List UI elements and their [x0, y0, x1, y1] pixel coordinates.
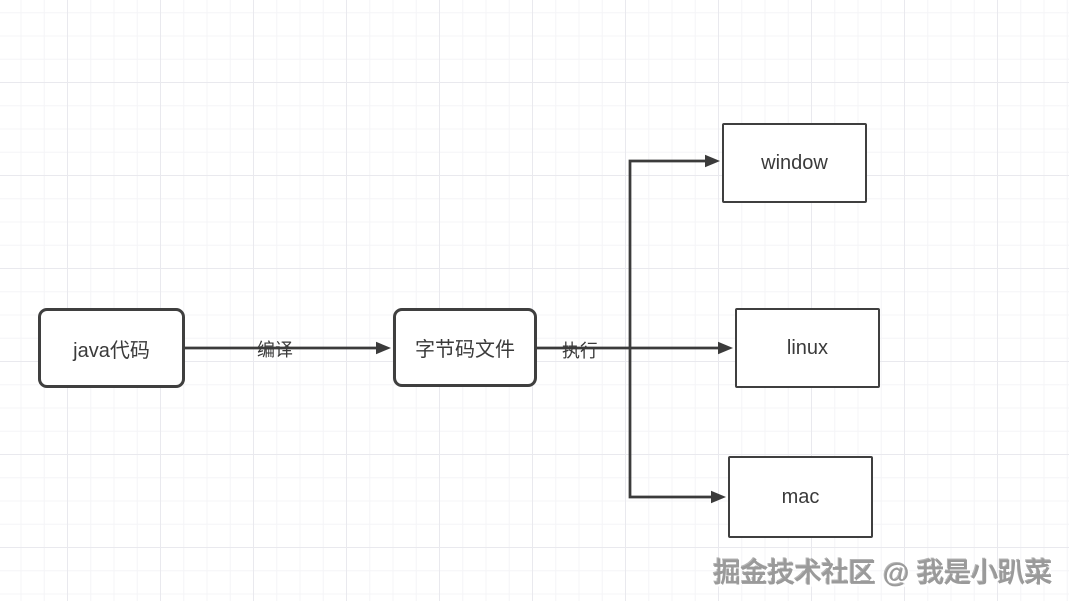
- node-bytecode-file-label: 字节码文件: [415, 339, 515, 361]
- arrowhead-into-bytecode: [376, 341, 391, 355]
- watermark-text: 掘金技术社区 @ 我是小趴菜: [713, 558, 1052, 588]
- node-mac: mac: [728, 456, 873, 538]
- edge-label-compile: 编译: [257, 340, 293, 360]
- node-window-label: window: [761, 151, 828, 174]
- node-window: window: [722, 123, 867, 203]
- arrowhead-into-linux: [718, 341, 733, 355]
- node-linux: linux: [735, 308, 880, 388]
- node-java-code: java代码: [38, 308, 185, 388]
- edge-label-execute: 执行: [562, 341, 598, 361]
- node-linux-label: linux: [786, 336, 829, 359]
- node-mac-label: mac: [781, 485, 820, 508]
- edge-branch-rail: [628, 159, 712, 499]
- node-bytecode-file: 字节码文件: [393, 308, 537, 387]
- arrowhead-into-window: [705, 154, 720, 168]
- node-java-code-label: java代码: [73, 339, 150, 362]
- arrowhead-into-mac: [711, 490, 726, 504]
